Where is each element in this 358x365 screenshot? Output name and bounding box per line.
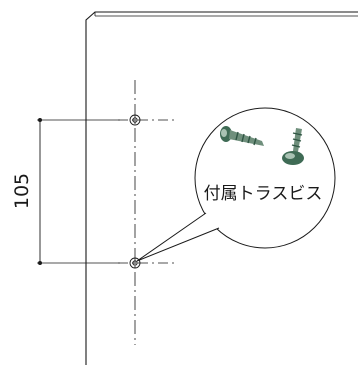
screw-vertical bbox=[282, 128, 304, 165]
hole-center-lines bbox=[118, 119, 178, 264]
dimension-value: 105 bbox=[11, 173, 33, 209]
extension-lines bbox=[37, 119, 120, 264]
screw-horizontal bbox=[220, 126, 264, 146]
callout-label: 付属トラスビス bbox=[204, 184, 323, 204]
panel-outline bbox=[85, 11, 358, 365]
screw-hole-top bbox=[129, 114, 141, 126]
screw-hole-bottom bbox=[129, 257, 141, 269]
callout-bubble bbox=[136, 107, 336, 262]
truss-screws-icon bbox=[220, 126, 304, 165]
dimension-line bbox=[38, 118, 42, 265]
